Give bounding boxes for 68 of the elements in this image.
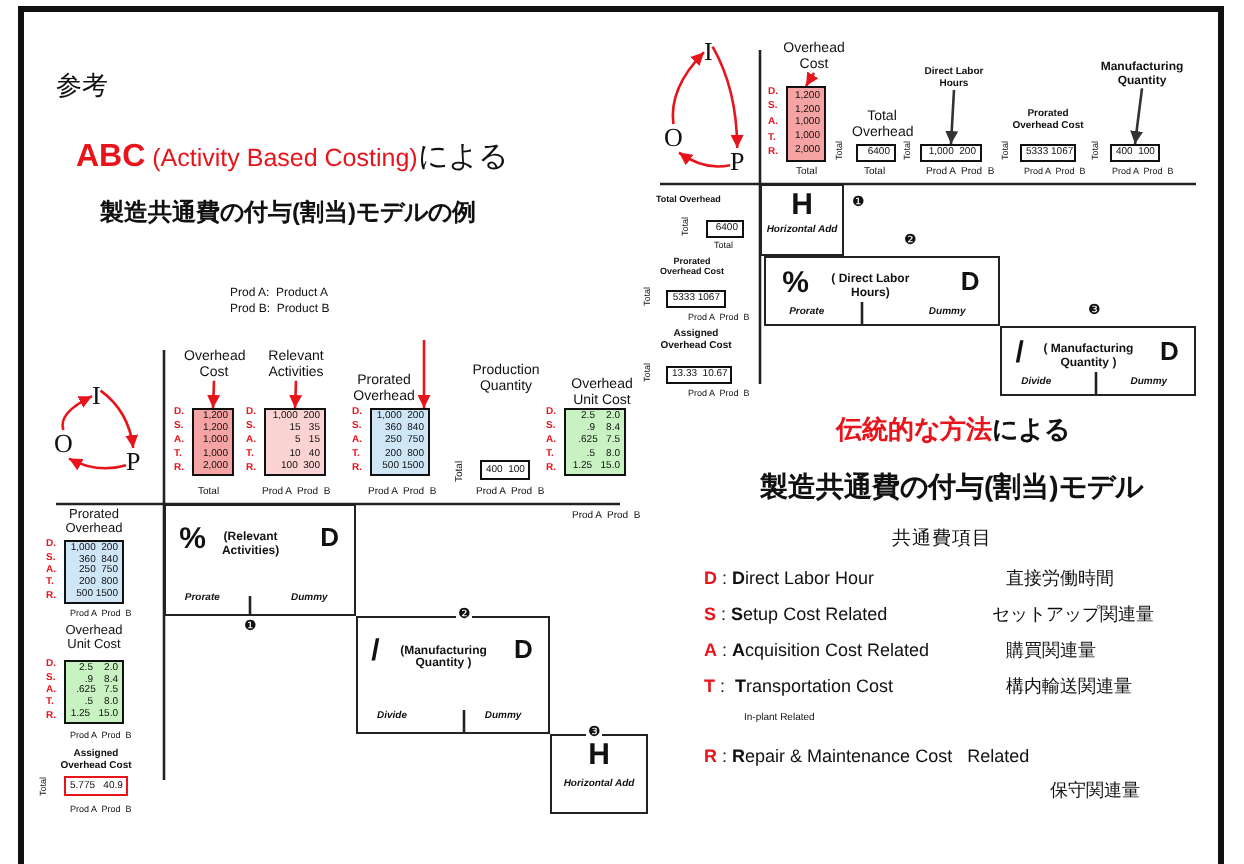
dimension-code: D: [960, 268, 980, 298]
arrow: [68, 457, 127, 471]
process-letter: O: [54, 430, 73, 459]
cost-item-text: R : Repair & Maintenance Cost Related: [704, 748, 1030, 768]
dimension-code: D: [1159, 338, 1179, 368]
operation-box: [550, 734, 648, 814]
arrow: [61, 395, 93, 431]
subtitle-text: 製造共通費の付与(割当)モデル: [760, 472, 1143, 503]
cost-item-text: D : Direct Labor Hour: [704, 570, 875, 590]
arrow: [671, 51, 705, 125]
text-label: セットアップ関連量: [992, 606, 1154, 626]
operation-box: [164, 504, 356, 616]
data-table: [370, 408, 430, 476]
data-table: [856, 144, 896, 162]
arrow: [289, 380, 303, 409]
data-table: [666, 290, 726, 308]
data-table: [480, 460, 530, 480]
text-label: 購買関連量: [1006, 642, 1096, 662]
arrow: [1130, 88, 1144, 145]
operation-box: [764, 256, 1000, 326]
arrow: [945, 89, 959, 145]
operation-box: [1000, 326, 1196, 396]
data-table: [564, 408, 626, 476]
arrow: [417, 340, 431, 408]
arrow: [804, 71, 819, 87]
section-label: 参考: [56, 72, 108, 101]
operator-symbol: H: [789, 190, 815, 224]
data-table: [64, 540, 124, 604]
operation-box: [356, 616, 550, 734]
subtitle-text: 製造共通費の付与(割当)モデルの例: [100, 200, 476, 227]
dimension-code: D: [320, 523, 339, 552]
process-letter: I: [92, 382, 101, 411]
data-table: [706, 220, 744, 238]
arrow: [678, 151, 731, 168]
process-letter: O: [664, 124, 683, 153]
operator-symbol: %: [782, 268, 809, 302]
operator-symbol: H: [586, 740, 612, 774]
process-letter: P: [126, 448, 141, 477]
data-table: [786, 86, 826, 162]
cost-item-text: T : Transportation Cost: [704, 678, 894, 698]
operator-symbol: %: [179, 523, 206, 557]
operator-symbol: /: [1015, 338, 1024, 372]
process-letter: I: [704, 38, 713, 67]
data-table: [920, 144, 982, 162]
heading-text: による: [417, 142, 508, 175]
arrow: [99, 389, 138, 449]
operation-box: [760, 184, 844, 256]
arrow: [711, 46, 744, 149]
cost-item-text: A : Acquisition Cost Related: [704, 642, 930, 662]
heading-text: ABC (Activity Based Costing): [76, 140, 418, 176]
data-table: [666, 366, 732, 384]
data-table: [64, 660, 124, 724]
data-table: [64, 776, 128, 796]
list-heading: 共通費項目: [892, 530, 992, 551]
dimension-code: D: [514, 636, 533, 665]
data-table: [1020, 144, 1076, 162]
text-label: 保守関連量: [1050, 782, 1140, 802]
data-table: [192, 408, 234, 476]
heading-text: 伝統的な方法: [836, 416, 992, 445]
arrow: [207, 380, 221, 409]
text-label: 構内輸送関連量: [1006, 678, 1132, 698]
text-label: 直接労働時間: [1006, 570, 1114, 590]
process-letter: P: [730, 148, 745, 177]
operator-symbol: /: [371, 636, 380, 670]
data-table: [264, 408, 326, 476]
cost-item-text: S : Setup Cost Related: [704, 606, 888, 626]
data-table: [1110, 144, 1160, 162]
heading-text: による: [992, 416, 1070, 445]
